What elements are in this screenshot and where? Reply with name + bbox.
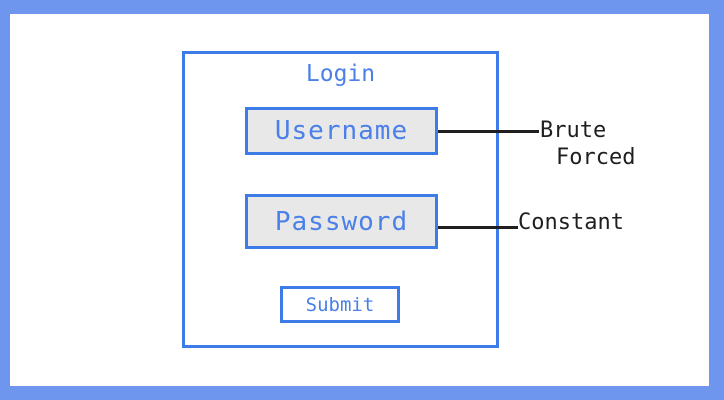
username-field[interactable]: Username (245, 107, 438, 155)
brute-forced-label-line2: Forced (556, 145, 636, 170)
password-annotation-line (438, 226, 518, 229)
username-annotation-line (438, 130, 539, 133)
password-field[interactable]: Password (245, 194, 438, 249)
submit-button[interactable]: Submit (280, 286, 400, 323)
brute-forced-label-line1: Brute (540, 118, 607, 143)
constant-label: Constant (518, 210, 624, 235)
login-form-title: Login (305, 61, 376, 87)
brute-forced-label: Brute Forced (540, 117, 635, 171)
